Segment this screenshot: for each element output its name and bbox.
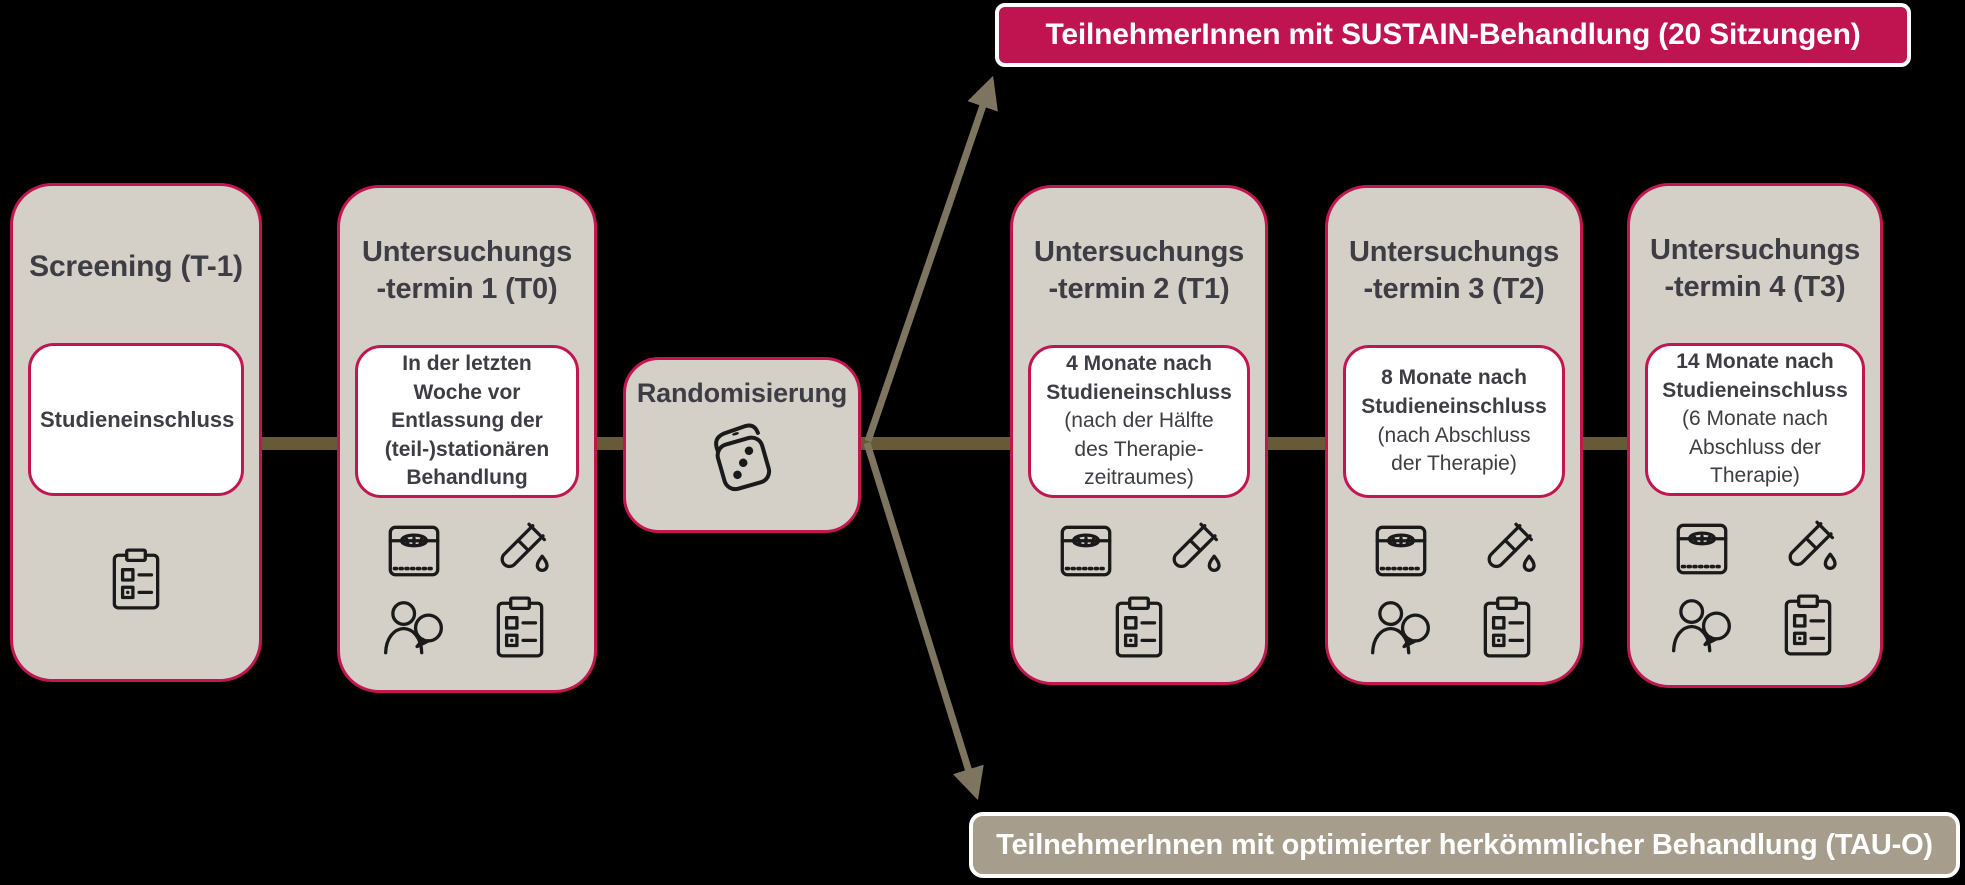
sustain-arm-label: TeilnehmerInnen mit SUSTAIN-Behandlung (… bbox=[1045, 18, 1861, 51]
visit-t3-note-bold: 14 Monate nach Studieneinschluss bbox=[1662, 350, 1848, 402]
screening-note-text: Studieneinschluss bbox=[40, 406, 235, 432]
visit-t1-note-bold: 4 Monate nach Studieneinschluss bbox=[1046, 352, 1232, 404]
visit-t3-note: 14 Monate nach Studieneinschluss (6 Mona… bbox=[1645, 343, 1865, 496]
visit-t3-title-line1: Untersuchungs bbox=[1649, 234, 1861, 266]
person-dialog-icon bbox=[1365, 594, 1437, 662]
randomization-title: Randomisierung bbox=[636, 378, 848, 408]
visit-t2-note-rest: (nach Abschluss der Therapie) bbox=[1377, 423, 1531, 476]
visit-t0-title: Untersuchungs -termin 1 (T0) bbox=[340, 234, 594, 307]
visit-t2-title: Untersuchungs -termin 3 (T2) bbox=[1328, 234, 1580, 307]
visit-t1-title-line1: Untersuchungs bbox=[1033, 236, 1245, 268]
weight-scale-icon bbox=[1365, 516, 1437, 584]
test-tube-drop-icon bbox=[1772, 514, 1844, 582]
visit-t2-title-line1: Untersuchungs bbox=[1348, 236, 1560, 268]
person-dialog-icon bbox=[378, 594, 450, 662]
tau-arm-banner: TeilnehmerInnen mit optimierter herkömml… bbox=[969, 812, 1960, 878]
visit-t2-title-line2: -termin 3 (T2) bbox=[1363, 272, 1545, 305]
visit-t3-note-rest: (6 Monate nach Abschluss der Therapie) bbox=[1682, 407, 1828, 488]
visit-t2-note-bold: 8 Monate nach Studieneinschluss bbox=[1361, 366, 1547, 418]
dice-icon bbox=[700, 410, 784, 502]
clipboard-checklist-icon bbox=[100, 546, 172, 614]
person-dialog-icon bbox=[1666, 592, 1738, 660]
tau-arm-label: TeilnehmerInnen mit optimierter herkömml… bbox=[996, 828, 1933, 861]
visit-t2-box: Untersuchungs -termin 3 (T2) 8 Monate na… bbox=[1325, 185, 1583, 685]
visit-t3-title-line2: -termin 4 (T3) bbox=[1664, 270, 1846, 303]
visit-t0-note-bold: In der letzten Woche vor Entlassung der … bbox=[384, 352, 550, 490]
visit-t3-title: Untersuchungs -termin 4 (T3) bbox=[1630, 232, 1880, 305]
screening-title: Screening (T-1) bbox=[29, 250, 243, 283]
test-tube-drop-icon bbox=[1156, 516, 1228, 584]
visit-t0-note: In der letzten Woche vor Entlassung der … bbox=[355, 345, 579, 498]
visit-t0-box: Untersuchungs -termin 1 (T0) In der letz… bbox=[337, 185, 597, 693]
screening-note: Studieneinschluss bbox=[28, 343, 244, 496]
visit-t3-box: Untersuchungs -termin 4 (T3) 14 Monate n… bbox=[1627, 183, 1883, 688]
screening-box: Screening (T-1) Studieneinschluss bbox=[10, 183, 262, 682]
clipboard-checklist-icon bbox=[1103, 594, 1175, 662]
visit-t1-box: Untersuchungs -termin 2 (T1) 4 Monate na… bbox=[1010, 185, 1268, 685]
weight-scale-icon bbox=[378, 516, 450, 584]
visit-t2-note: 8 Monate nach Studieneinschluss (nach Ab… bbox=[1343, 345, 1565, 498]
visit-t0-title-line1: Untersuchungs bbox=[361, 236, 573, 268]
visit-t1-title-line2: -termin 2 (T1) bbox=[1048, 272, 1230, 305]
weight-scale-icon bbox=[1050, 516, 1122, 584]
visit-t3-icons bbox=[1630, 514, 1880, 660]
visit-t1-note: 4 Monate nach Studieneinschluss (nach de… bbox=[1028, 345, 1250, 498]
clipboard-checklist-icon bbox=[1471, 594, 1543, 662]
arrow-to-sustain bbox=[864, 75, 998, 443]
sustain-arm-banner: TeilnehmerInnen mit SUSTAIN-Behandlung (… bbox=[995, 3, 1911, 67]
test-tube-drop-icon bbox=[484, 516, 556, 584]
weight-scale-icon bbox=[1666, 514, 1738, 582]
visit-t1-note-rest: (nach der Hälfte des Therapie-zeitraumes… bbox=[1064, 409, 1214, 490]
visit-t2-icons bbox=[1328, 516, 1580, 662]
clipboard-checklist-icon bbox=[484, 594, 556, 662]
randomization-box: Randomisierung bbox=[623, 357, 861, 533]
visit-t0-icons bbox=[340, 516, 594, 662]
visit-t0-title-line2: -termin 1 (T0) bbox=[376, 272, 558, 305]
visit-t1-icons bbox=[1013, 516, 1265, 662]
test-tube-drop-icon bbox=[1471, 516, 1543, 584]
arrow-to-tau bbox=[863, 441, 984, 801]
visit-t1-title: Untersuchungs -termin 2 (T1) bbox=[1013, 234, 1265, 307]
screening-icons bbox=[13, 546, 259, 614]
clipboard-checklist-icon bbox=[1772, 592, 1844, 660]
